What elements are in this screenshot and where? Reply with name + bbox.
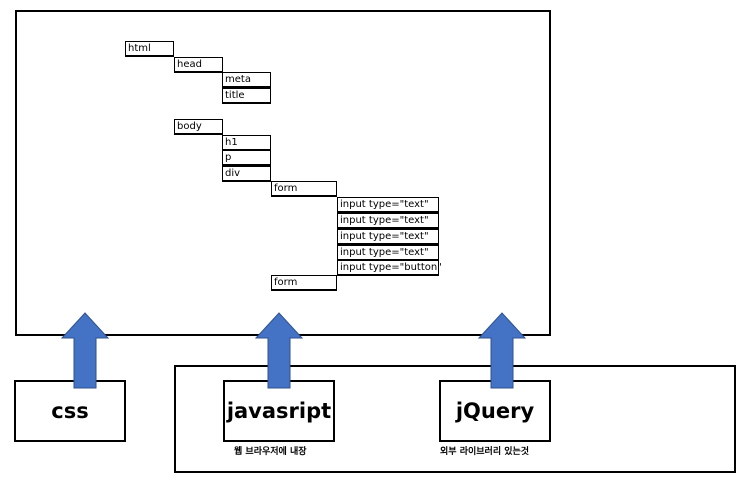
node-input-button: input type="button" (337, 260, 442, 276)
node-meta: meta (222, 72, 271, 88)
node-form-open: form (271, 181, 337, 197)
jquery-box: jQuery (439, 380, 551, 442)
css-box: css (14, 380, 126, 442)
node-title: title (222, 88, 271, 104)
node-p: p (222, 150, 271, 166)
node-input: input type="text" (337, 197, 439, 213)
node-input: input type="text" (337, 229, 439, 245)
node-form-close: form (271, 275, 337, 291)
javascript-caption: 웹 브라우저에 내장 (234, 447, 307, 457)
node-head: head (174, 57, 223, 73)
node-div: div (222, 166, 271, 182)
jquery-caption: 외부 라이브러리 있는것 (440, 447, 530, 457)
javascript-box: javasript (223, 380, 335, 442)
jquery-arrow-up-icon (477, 312, 527, 389)
node-body: body (174, 119, 223, 135)
css-arrow-up-icon (60, 312, 110, 389)
node-html: html (125, 41, 174, 57)
javascript-arrow-up-icon (254, 312, 304, 389)
node-input: input type="text" (337, 213, 439, 229)
